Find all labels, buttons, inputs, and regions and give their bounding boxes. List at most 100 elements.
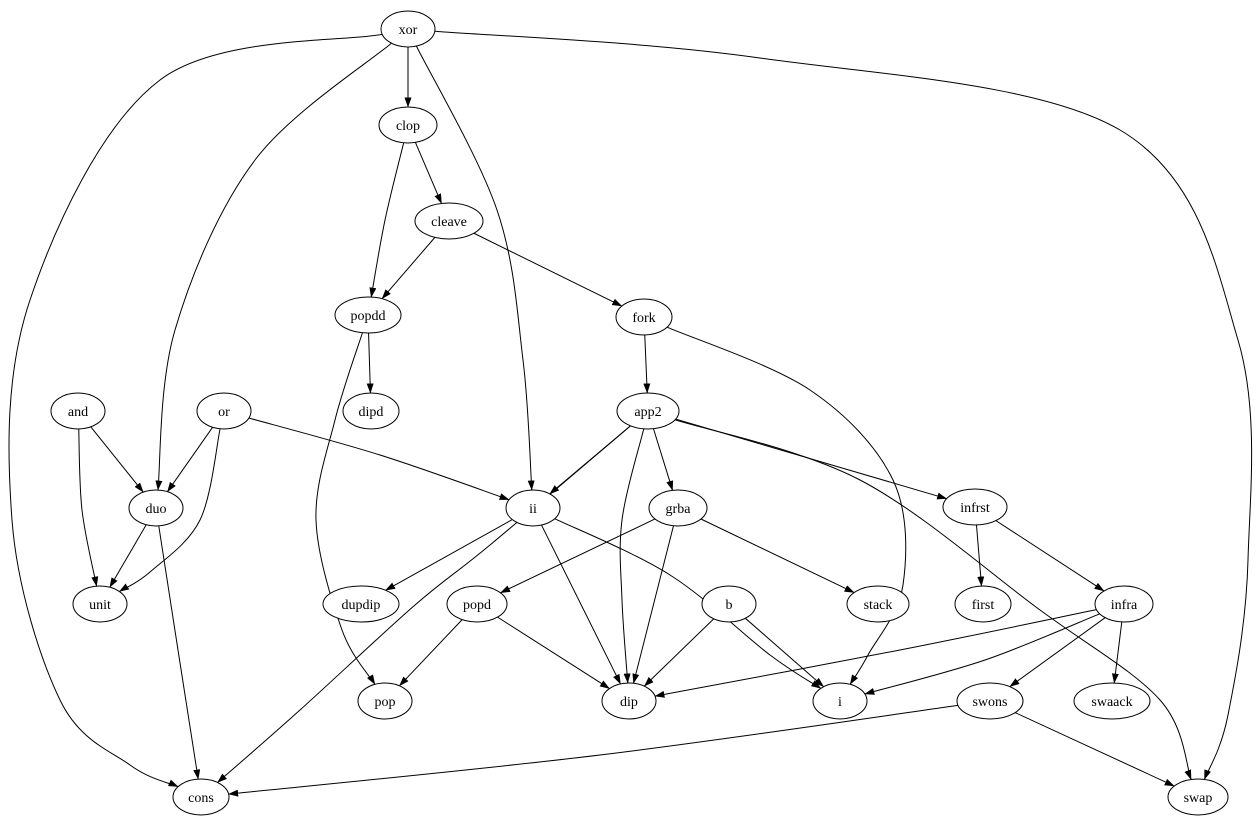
node-swaack: swaack [1073,682,1151,720]
node-ii: ii [505,489,561,527]
edge-grba-stack [700,518,855,593]
node-cons: cons [172,778,230,816]
edge-app2-cons [217,425,631,783]
node-label-dipd: dipd [359,405,384,420]
node-ellipse-and [50,392,106,430]
node-label-app2: app2 [634,405,661,420]
edge-clop-popdd [369,142,405,298]
node-ellipse-swap [1167,778,1229,816]
node-and: and [50,392,106,430]
edge-infra-swaack [1111,621,1123,684]
node-xor: xor [380,10,436,48]
edge-app2-grba [653,428,674,491]
edge-b-dip [643,618,715,687]
node-ellipse-cleave [414,202,484,240]
node-ellipse-or [196,392,252,430]
node-ellipse-clop [378,106,438,144]
node-ellipse-dip [601,682,657,720]
node-label-swap: swap [1184,791,1213,806]
node-label-b: b [726,598,733,613]
node-or: or [196,392,252,430]
node-ellipse-stack [846,585,910,623]
node-label-xor: xor [399,23,418,38]
node-b: b [701,585,757,623]
node-swons: swons [956,682,1024,720]
edge-ii-dip [541,524,621,685]
node-label-dip: dip [620,695,638,710]
edge-cleave-popdd [381,237,436,300]
node-label-cleave: cleave [431,215,467,230]
node-grba: grba [648,489,708,527]
edge-ii-i [554,518,822,689]
node-ellipse-ii [505,489,561,527]
node-i: i [812,682,868,720]
node-clop: clop [378,106,438,144]
node-popdd: popdd [334,296,402,334]
node-ellipse-fork [615,298,673,336]
edge-infrst-infra [995,520,1105,592]
node-ellipse-unit [72,585,128,623]
node-label-stack: stack [864,598,893,613]
edge-popd-pop [399,619,463,687]
node-label-pop: pop [375,695,396,710]
node-popd: popd [446,585,508,623]
node-label-i: i [838,695,842,710]
node-label-popdd: popdd [351,309,386,324]
node-ellipse-swaack [1073,682,1151,720]
node-label-or: or [218,405,230,420]
edge-or-duo [167,427,213,493]
node-label-ii: ii [529,502,537,517]
node-ellipse-swons [956,682,1024,720]
node-ellipse-i [812,682,868,720]
edge-infrst-first [975,524,985,587]
edge-and-unit [78,428,99,587]
node-label-infra: infra [1111,598,1138,613]
node-infra: infra [1094,585,1154,623]
node-label-grba: grba [666,502,692,517]
node-ellipse-first [954,585,1012,623]
edges-layer [8,30,1253,797]
edge-grba-popd [500,518,656,594]
node-label-dupdip: dupdip [342,598,381,613]
edge-infra-i [864,613,1100,695]
edge-popdd-dipd [366,332,374,394]
node-ellipse-pop [357,682,413,720]
node-fork: fork [615,298,673,336]
edge-infra-swons [1009,617,1106,688]
node-pop: pop [357,682,413,720]
edge-popdd-pop [315,332,376,685]
edge-and-duo [90,426,144,493]
edge-xor-cons [8,33,383,788]
node-ellipse-cons [172,778,230,816]
edge-xor-ii [415,45,535,491]
node-label-popd: popd [463,598,491,613]
node-dip: dip [601,682,657,720]
edge-popd-dip [497,616,610,689]
edge-infra-dip [654,609,1097,698]
edge-swons-cons [228,704,959,797]
node-unit: unit [72,585,128,623]
node-ellipse-popdd [334,296,402,334]
node-ellipse-infrst [942,488,1008,526]
edge-cleave-fork [473,232,623,307]
node-label-cons: cons [188,791,214,806]
edge-app2-dip [619,428,645,684]
edge-or-ii [248,417,510,501]
node-cleave: cleave [414,202,484,240]
node-ellipse-dupdip [322,585,400,623]
node-swap: swap [1167,778,1229,816]
node-ellipse-dipd [342,392,400,430]
node-label-infrst: infrst [960,501,990,516]
node-stack: stack [846,585,910,623]
node-ellipse-popd [446,585,508,623]
node-ellipse-duo [128,489,184,527]
node-dipd: dipd [342,392,400,430]
node-first: first [954,585,1012,623]
node-dupdip: dupdip [322,585,400,623]
node-ellipse-grba [648,489,708,527]
edge-xor-duo [155,42,392,491]
node-ellipse-b [701,585,757,623]
edge-xor-swap [434,30,1253,780]
